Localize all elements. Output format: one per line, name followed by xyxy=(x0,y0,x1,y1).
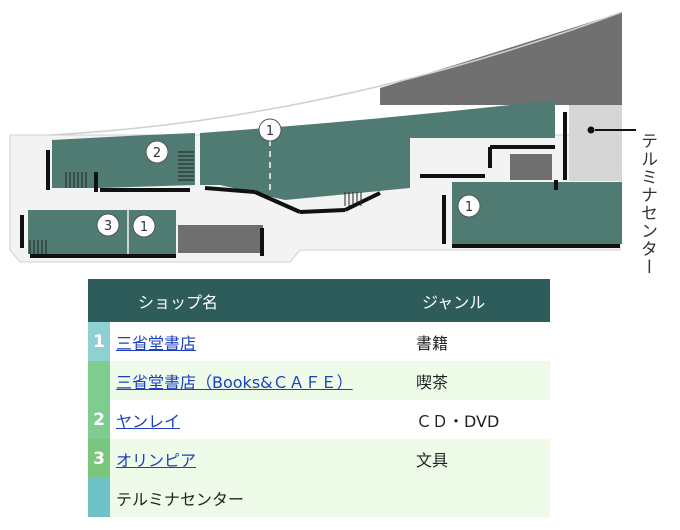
marker-label: 2 xyxy=(153,146,161,161)
shop-name-cell: 三省堂書店（Books&ＣＡＦＥ） xyxy=(110,361,416,400)
genre-cell: ＣＤ・DVD xyxy=(416,400,550,439)
floor-badge xyxy=(88,478,110,517)
marker-label: 1 xyxy=(266,124,274,139)
terminal-center-label: テルミナセンター xyxy=(637,132,657,276)
table-row: 3 オリンピア 文具 xyxy=(88,439,550,478)
shop-name-cell: ヤンレイ xyxy=(110,400,416,439)
walls xyxy=(20,112,620,258)
shop-link[interactable]: オリンピア xyxy=(116,450,197,470)
shop-link[interactable]: 三省堂書店（Books&ＣＡＦＥ） xyxy=(116,372,353,392)
floor-badge xyxy=(88,361,110,400)
floor-badge: 1 xyxy=(88,322,110,361)
shop-link[interactable]: ヤンレイ xyxy=(116,411,181,431)
table-row: テルミナセンター xyxy=(88,478,550,517)
map-marker[interactable]: 1 xyxy=(457,194,481,218)
stairs xyxy=(29,151,362,254)
table-row: 2 ヤンレイ ＣＤ・DVD xyxy=(88,400,550,439)
table-row: 三省堂書店（Books&ＣＡＦＥ） 喫茶 xyxy=(88,361,550,400)
marker-label: 3 xyxy=(104,219,112,234)
header-genre: ジャンル xyxy=(416,279,550,322)
floor-map: 1 2 1 3 1 xyxy=(9,11,636,263)
floor-badge: 2 xyxy=(88,400,110,439)
terminal-block xyxy=(569,105,622,181)
shop-name-cell: テルミナセンター xyxy=(110,478,416,517)
shop-area-1-right[interactable] xyxy=(452,182,622,244)
pointer-dot xyxy=(587,126,595,134)
table-header-row: ショップ名 ジャンル xyxy=(88,279,550,322)
roof-curve xyxy=(49,11,623,136)
header-floor-cell xyxy=(88,279,110,322)
shop-link[interactable]: 三省堂書店 xyxy=(116,333,197,353)
genre-cell: 喫茶 xyxy=(416,361,550,400)
map-marker[interactable]: 2 xyxy=(145,140,169,164)
service-block xyxy=(178,225,263,253)
shop-name-cell: 三省堂書店 xyxy=(110,322,416,361)
table-row: 1 三省堂書店 書籍 xyxy=(88,322,550,361)
genre-cell: 文具 xyxy=(416,439,550,478)
map-marker[interactable]: 1 xyxy=(132,214,156,238)
marker-label: 1 xyxy=(140,220,148,235)
map-marker[interactable]: 3 xyxy=(96,213,120,237)
genre-cell xyxy=(416,478,550,517)
genre-cell: 書籍 xyxy=(416,322,550,361)
floor-badge: 3 xyxy=(88,439,110,478)
marker-label: 1 xyxy=(465,200,473,215)
shop-name-cell: オリンピア xyxy=(110,439,416,478)
map-marker[interactable]: 1 xyxy=(258,118,282,142)
shop-table: ショップ名 ジャンル 1 三省堂書店 書籍 三省堂書店（Books&ＣＡＦＥ） … xyxy=(88,279,550,517)
building-wedge xyxy=(380,12,622,105)
service-block xyxy=(510,154,552,180)
header-shop-name: ショップ名 xyxy=(110,279,416,322)
shop-area-1-main[interactable] xyxy=(200,100,555,200)
shop-area-2[interactable] xyxy=(52,133,195,188)
